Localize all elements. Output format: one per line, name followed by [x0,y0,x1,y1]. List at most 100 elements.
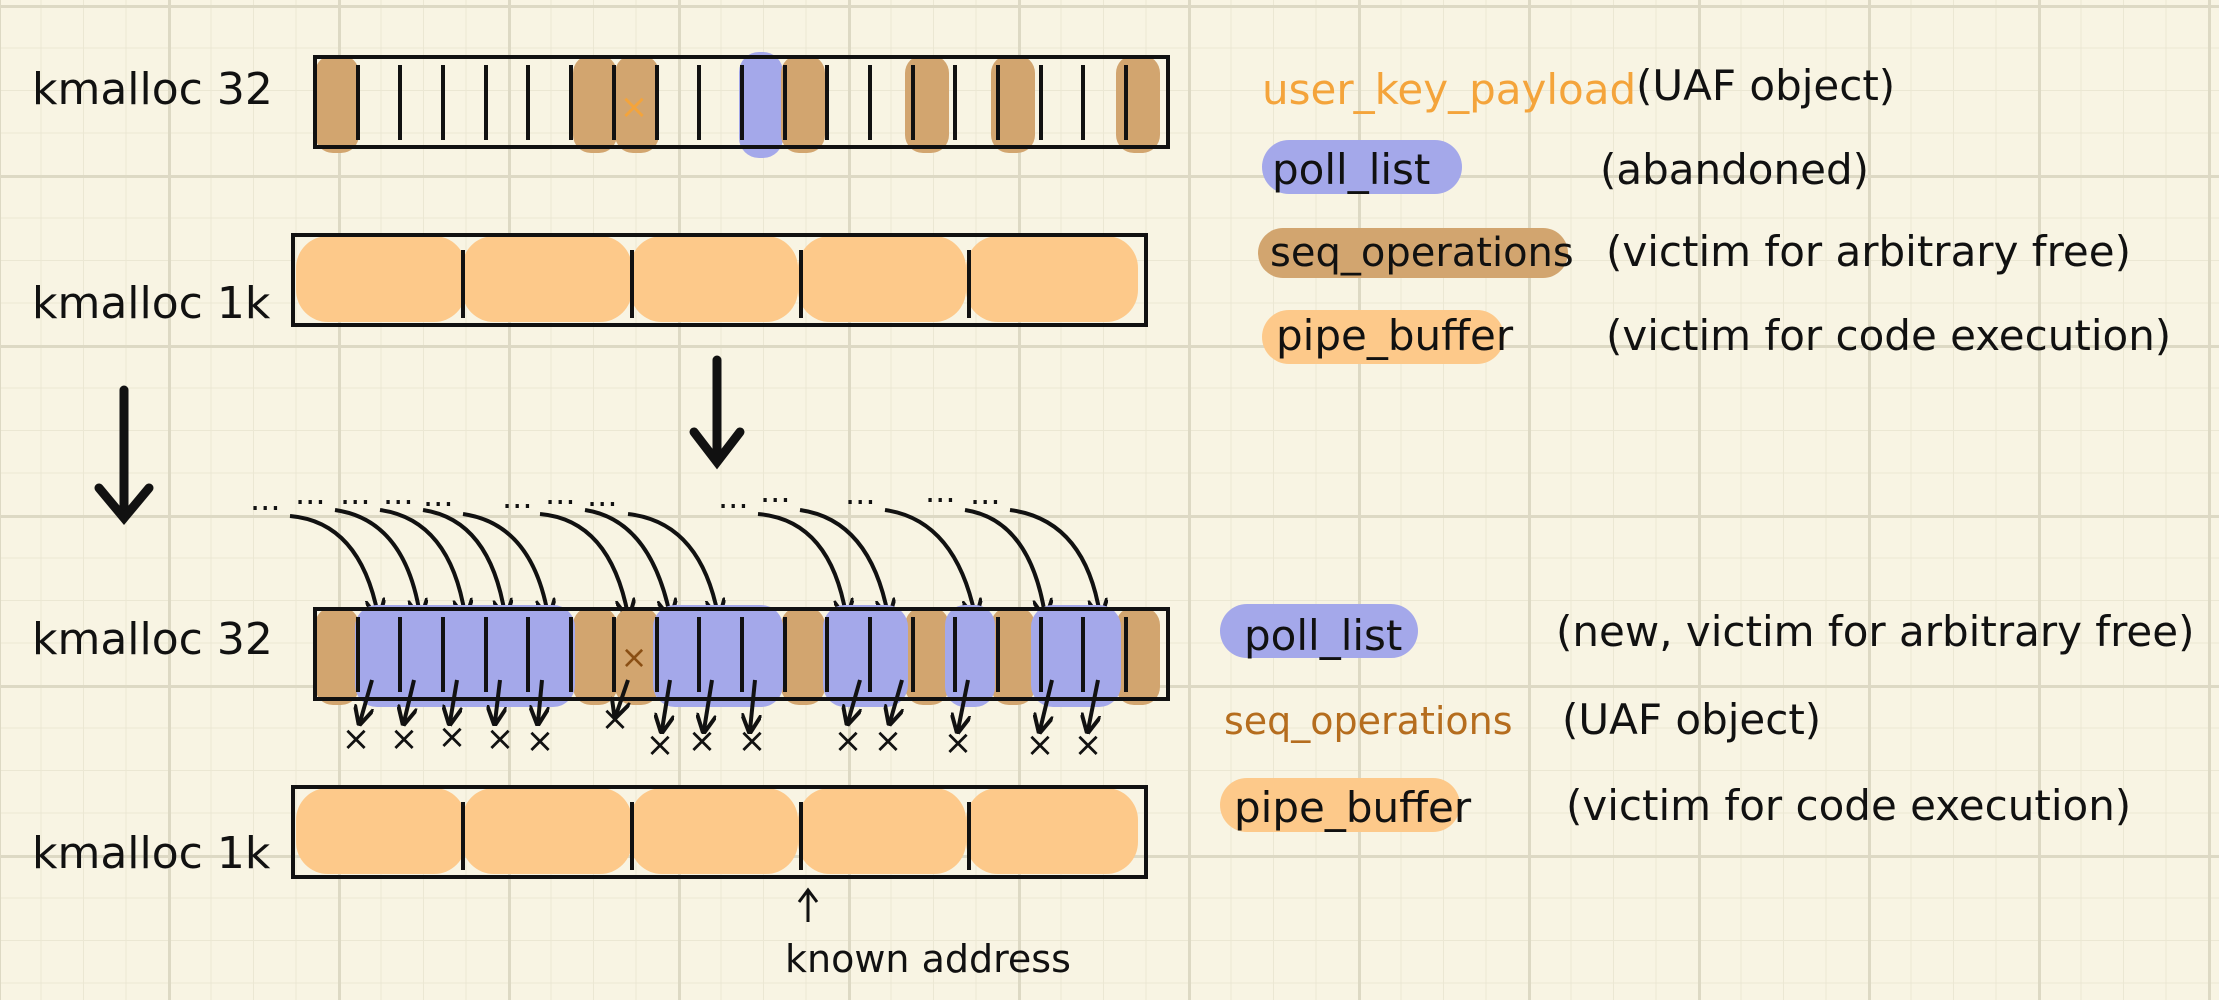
legend-seq-operations: seq_operations [1270,230,1574,276]
known-address-label: known address [785,937,1071,981]
seq-operations-slot [991,55,1035,153]
freed-mark: × [944,723,973,763]
before-kmalloc32-slab [313,55,1170,149]
legend-user-key-payload-note: (UAF object) [1636,61,1895,110]
freed-mark: × [1074,725,1103,765]
svg-text:...: ... [502,478,533,516]
transition-arrows [94,355,745,526]
freed-mark: × [390,719,419,759]
seq-operations-slot [905,55,949,153]
poll-list-run [1031,605,1121,707]
freed-pointers: × × × × × × × × × × × × × × [342,679,1103,765]
freed-mark: × [486,719,515,759]
up-arrow-icon [797,887,819,922]
after-kmalloc32-dividers [356,617,1128,692]
poll-list-slot [739,52,783,158]
uaf-mark: × [621,638,648,676]
seq-operations-slot [1116,55,1160,153]
legend-pipe-buffer: pipe_buffer [1234,783,1472,832]
pipe-buffer-block [296,788,466,874]
after-kmalloc32-section: kmalloc 32 × [32,605,1170,707]
seq-operations-slot [1116,607,1160,705]
pipe-buffer-block [462,788,632,874]
pipe-buffer-block [798,236,966,322]
legend-pipe-buffer-pill [1262,310,1504,364]
svg-text:...: ... [587,476,618,514]
seq-operations-slot [781,607,825,705]
legend-poll-list: poll_list [1244,611,1402,660]
legend-pipe-buffer: pipe_buffer [1276,311,1514,360]
after-kmalloc1k-dividers [461,802,971,870]
poll-list-run [823,605,908,707]
freed-mark: × [874,721,903,761]
svg-text:...: ... [295,474,326,512]
freed-mark: × [834,721,863,761]
after-kmalloc1k-fills [296,788,1138,874]
freed-mark: × [526,721,555,761]
poll-list-run [945,605,995,707]
freed-mark: × [342,719,371,759]
after-kmalloc1k-slab [291,785,1148,879]
before-kmalloc1k-dividers [461,250,971,318]
seq-operations-slot [905,607,949,705]
legend-poll-list-pill [1220,604,1418,658]
legend-poll-list: poll_list [1272,145,1430,194]
before-kmalloc1k-fills [296,236,1138,322]
before-legend: user_key_payload (UAF object) poll_list … [1258,61,2171,364]
after-kmalloc32-slab [313,607,1170,701]
legend-pipe-buffer-note: (victim for code execution) [1566,781,2131,830]
pipe-buffer-block [966,236,1138,322]
before-kmalloc1k-section: kmalloc 1k [32,233,1148,329]
poll-list-next-pointers: ... ... ... ... ... ... ... ... ... ... … [250,472,1100,615]
continuation-dots: ... ... ... ... ... ... ... ... ... ... … [250,472,1001,518]
pipe-buffer-block [966,788,1138,874]
svg-text:...: ... [423,476,454,514]
down-arrow-icon [94,385,154,526]
curved-arrows [289,508,1100,615]
before-kmalloc1k-slab [291,233,1148,327]
after-kmalloc1k-label: kmalloc 1k [32,828,271,879]
svg-text:...: ... [970,474,1001,512]
svg-text:...: ... [383,474,414,512]
after-kmalloc32-label: kmalloc 32 [32,614,273,665]
freed-marks: × × × × × × × × × × × × × × [342,699,1103,765]
freed-mark: × [688,721,717,761]
seq-operations-slot [781,55,825,153]
svg-text:...: ... [760,472,791,510]
seq-operations-slot [573,55,617,153]
freed-mark: × [601,699,630,739]
seq-operations-slot [991,607,1035,705]
down-arrow-icon [689,355,745,470]
uaf-mark: × [620,87,649,127]
legend-seq-operations: seq_operations [1224,699,1513,743]
seq-operations-slot [315,607,359,705]
poll-list-run [355,605,575,707]
legend-seq-operations-note: (UAF object) [1562,695,1821,744]
seq-operations-slot [615,55,659,153]
pipe-buffer-block [798,788,966,874]
seq-operations-slot [315,55,359,153]
before-kmalloc32-dividers [356,65,1128,140]
legend-poll-list-note: (abandoned) [1600,145,1869,194]
legend-seq-operations-note: (victim for arbitrary free) [1606,227,2131,276]
legend-user-key-payload: user_key_payload [1262,65,1636,114]
legend-pipe-buffer-note: (victim for code execution) [1606,311,2171,360]
poll-list-run [653,605,783,707]
legend-pipe-buffer-pill [1220,778,1460,832]
before-kmalloc32-label: kmalloc 32 [32,64,273,115]
before-kmalloc32-section: kmalloc 32 × [32,52,1170,158]
svg-text:...: ... [340,474,371,512]
freed-mark: × [738,721,767,761]
legend-poll-list-pill [1262,140,1462,194]
pipe-buffer-block [296,236,466,322]
seq-operations-slot [573,607,617,705]
pipe-buffer-block [630,788,798,874]
before-kmalloc1k-label: kmalloc 1k [32,278,271,329]
after-kmalloc1k-section: kmalloc 1k known address [32,785,1148,981]
svg-text:...: ... [925,472,956,510]
pipe-buffer-block [462,236,632,322]
legend-poll-list-note: (new, victim for arbitrary free) [1556,607,2195,656]
svg-text:...: ... [845,474,876,512]
freed-mark: × [646,725,675,765]
